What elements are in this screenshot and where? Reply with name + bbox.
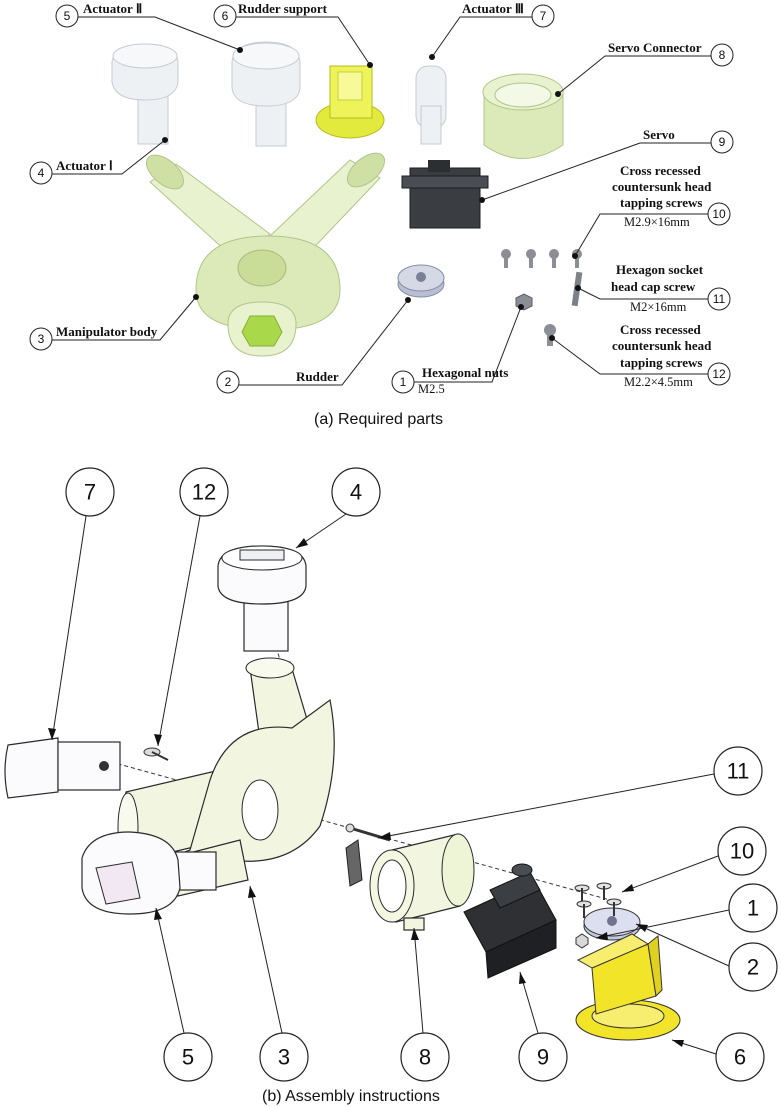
caption-assembly-instructions: (b) Assembly instructions [262,1088,440,1105]
callout-4: 4 [295,467,381,549]
servo-part [401,160,489,229]
callout-7-actuator-3: 7 Actuator Ⅲ [429,1,555,60]
callout-number: 11 [727,759,750,784]
part-label: Manipulator body [56,324,158,339]
callout-5: 5 [154,907,213,1082]
part-label: Servo Connector [608,40,702,55]
caption-required-parts: (a) Required parts [314,411,443,428]
callout-8: 8 [400,927,450,1082]
rudder-assembly [583,907,641,941]
callout-number: 12 [712,367,726,381]
actuator-2-assembly [81,831,217,915]
callout-10-screws: 10 Cross recessed countersunk head tappi… [572,163,731,259]
part-label: Actuator Ⅰ [56,158,113,173]
rudder-part [397,264,445,298]
callout-number: 4 [350,480,362,505]
servo-connector-assembly [369,833,475,931]
manipulator-body-part [145,152,386,357]
part-label-line-1: Cross recessed [620,322,702,337]
part-spec: M2.2×4.5mm [624,375,693,389]
callout-3: 3 [248,885,309,1082]
rudder-support-part [315,65,385,139]
part-label-line-3: tapping screws [620,355,702,370]
callout-number: 2 [225,375,232,389]
part-label: Hexagonal nuts [422,365,508,380]
callout-10: 10 [621,826,767,893]
part-spec: M2×16mm [630,300,687,314]
callout-number: 10 [730,839,754,864]
panel-assembly-instructions: 7 12 4 11 10 1 [4,467,778,1105]
screw-12-assembly [143,747,169,761]
part-label-line-2: head cap screw [611,279,696,294]
callout-8-servo-connector: 8 Servo Connector [555,40,734,97]
part-label-line-3: tapping screws [620,195,702,210]
callout-11-hex-screw: 11 Hexagon socket head cap screw M2×16mm [575,262,731,314]
manipulator-body-assembly [117,657,335,901]
callout-5-actuator-2: 5 Actuator Ⅱ [55,1,243,53]
actuator-1-assembly [217,545,307,652]
callout-number: 4 [38,166,45,180]
part-label-line-1: Cross recessed [620,163,702,178]
callout-1: 1 [595,883,778,940]
callout-1-hex-nuts: 1 Hexagonal nuts M2.5 [391,304,524,396]
part-label: Actuator Ⅱ [83,1,142,16]
servo-connector-part [482,73,564,159]
callout-7: 7 [48,467,115,741]
callout-3-manipulator-body: 3 Manipulator body [29,294,199,351]
callout-number: 9 [537,1045,549,1070]
callout-number: 7 [540,9,547,23]
callout-number: 2 [747,955,759,980]
callout-number: 1 [747,896,759,921]
screws-10-part [501,249,582,268]
callout-number: 9 [719,135,726,149]
part-spec: M2.5 [418,382,445,396]
actuator-2-part [231,41,301,147]
screws-10-assembly [574,882,622,918]
part-label-line-2: countersunk head [612,338,712,353]
callout-number: 3 [38,332,45,346]
callout-number: 11 [713,292,726,306]
callout-6: 6 [671,1032,765,1082]
part-label: Actuator Ⅲ [462,1,524,16]
callout-9: 9 [518,971,568,1082]
part-label: Rudder support [238,1,328,16]
callout-number: 5 [64,9,71,23]
callout-number: 6 [222,9,229,23]
actuator-3-part [415,65,447,145]
callout-9-servo: 9 Servo [479,127,734,203]
callout-number: 5 [182,1045,194,1070]
callout-12: 12 [154,467,229,747]
part-label: Servo [643,127,675,142]
callout-number: 8 [719,48,726,62]
nut-1-assembly [575,933,589,949]
callout-number: 1 [400,375,407,389]
servo-assembly [463,863,557,979]
callout-11: 11 [377,746,763,840]
callout-2: 2 [635,923,778,992]
callout-12-screws: 12 Cross recessed countersunk head tappi… [549,322,731,389]
panel-required-parts: 5 Actuator Ⅱ 6 Rudder support 7 Actuator… [29,1,734,428]
callout-6-rudder-support: 6 Rudder support [213,1,373,68]
part-label-line-1: Hexagon socket [616,262,704,277]
part-label-line-2: countersunk head [612,179,712,194]
callout-number: 12 [192,480,216,505]
callout-number: 6 [734,1045,746,1070]
callout-4-actuator-1: 4 Actuator Ⅰ [29,137,168,185]
rudder-support-assembly [575,933,681,1041]
part-spec: M2.9×16mm [624,215,690,229]
callout-number: 7 [84,480,96,505]
screw-12-part [544,324,556,346]
callout-number: 10 [712,207,726,221]
actuator-1-part [111,43,179,145]
actuator-3-assembly [4,737,121,799]
callout-2-rudder: 2 Rudder [216,297,411,394]
callout-number: 3 [278,1045,290,1070]
part-label: Rudder [296,369,339,384]
callout-number: 8 [419,1045,431,1070]
